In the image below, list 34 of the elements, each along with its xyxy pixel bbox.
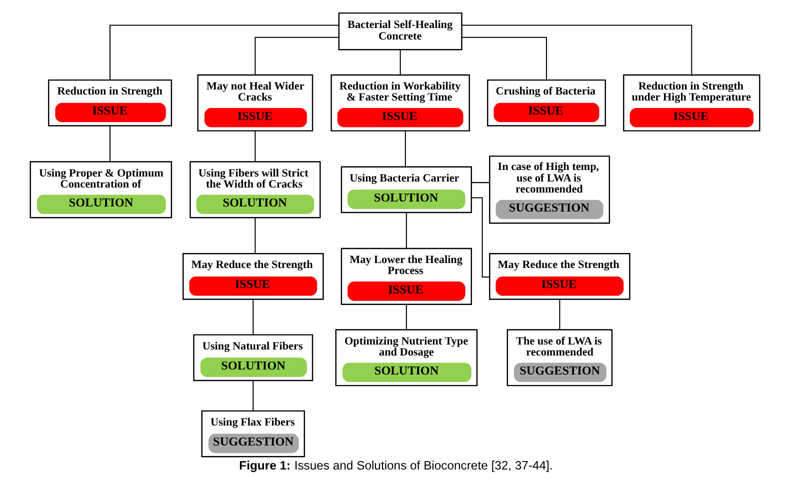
node-box: Using Natural Fibers SOLUTION — [193, 334, 314, 381]
connector — [252, 380, 254, 410]
connector — [110, 24, 339, 80]
node-box: Reduction in Strength ISSUE — [48, 78, 172, 126]
node-box: Crushing of Bacteria ISSUE — [487, 78, 606, 126]
node-box: May Reduce the Strength ISSUE — [489, 252, 630, 300]
connector — [462, 36, 547, 80]
node-box: Using Fibers will Strict the Width of Cracks SOLUTION — [190, 160, 321, 218]
caption: Figure 1: Issues and Solutions of Bioconcrete [32, 37-44]. — [239, 458, 553, 472]
node-box: Reduction in Workability & Faster Setting Time ISSUE — [330, 74, 470, 131]
node-box: Using Bacteria Carrier SOLUTION — [340, 166, 472, 213]
connector — [254, 130, 256, 161]
node-box: In case of High temp, use of LWA is recommended SUGGESTION — [489, 155, 610, 224]
node-box: The use of LWA is recommended SUGGESTION — [506, 328, 613, 386]
node-box: Optimizing Nutrient Type and Dosage SOLUTION — [335, 328, 478, 386]
connector — [471, 196, 490, 277]
node-box: Using Flax Fibers SUGGESTION — [201, 410, 306, 457]
node-box: May Lower the Healing Process ISSUE — [340, 247, 472, 304]
connector — [404, 130, 406, 166]
node-box: May not Heal Wider Cracks ISSUE — [197, 74, 314, 131]
connector — [254, 217, 256, 253]
node-box: Reduction in Strength under High Temperature ISSUE — [623, 74, 760, 131]
connector — [406, 212, 407, 248]
connector — [559, 299, 560, 330]
connector — [252, 299, 254, 334]
connector — [462, 24, 692, 74]
node-box: Using Proper & Optimum Concentration of SOLUTION — [30, 160, 172, 218]
connector — [472, 182, 490, 183]
node-box: Bacterial Self-Healing Concrete — [338, 12, 462, 50]
node-box: May Reduce the Strength ISSUE — [182, 252, 324, 300]
connector — [406, 304, 407, 330]
connector — [110, 126, 111, 162]
connector — [254, 36, 339, 74]
connector — [400, 49, 401, 74]
